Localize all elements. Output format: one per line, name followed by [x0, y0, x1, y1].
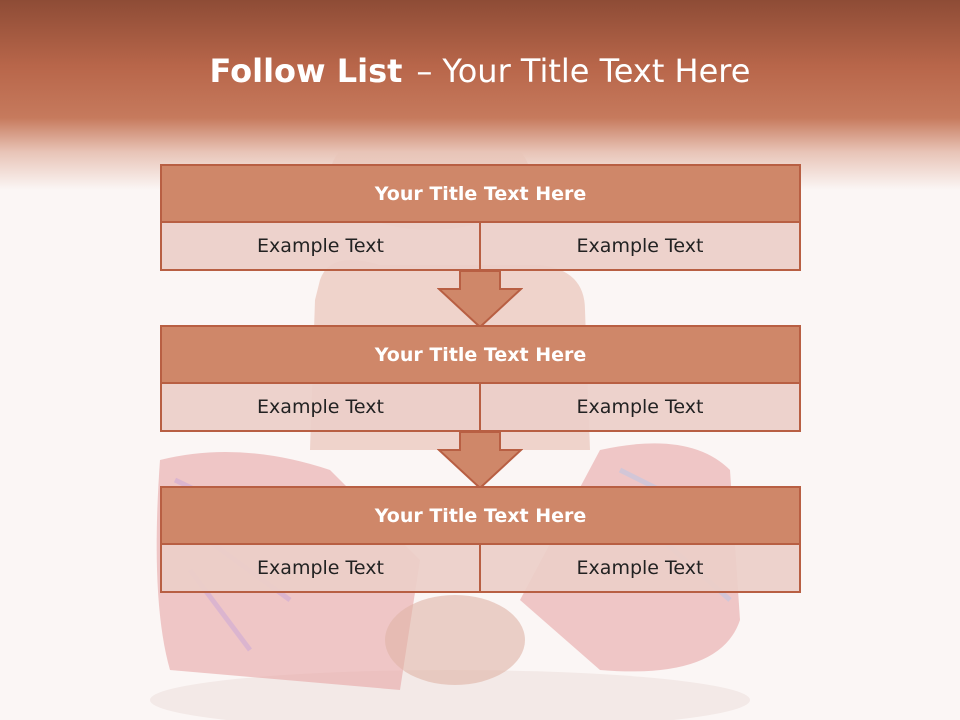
list-block-2: Your Title Text Here Example Text Exampl…: [160, 325, 801, 432]
block-cell-left: Example Text: [160, 221, 481, 271]
block-cell-right: Example Text: [479, 543, 801, 593]
block-title: Your Title Text Here: [160, 486, 801, 545]
block-cell-left: Example Text: [160, 543, 481, 593]
down-arrow-icon: [437, 432, 523, 490]
down-arrow-icon: [437, 271, 523, 329]
title-bold: Follow List: [209, 52, 403, 90]
list-block-1: Your Title Text Here Example Text Exampl…: [160, 164, 801, 271]
block-cell-left: Example Text: [160, 382, 481, 432]
block-cell-right: Example Text: [479, 382, 801, 432]
block-cell-right: Example Text: [479, 221, 801, 271]
title-dash: –: [416, 52, 433, 90]
title-rest: Your Title Text Here: [442, 52, 751, 90]
page-title: Follow List–Your Title Text Here: [0, 52, 960, 90]
list-block-3: Your Title Text Here Example Text Exampl…: [160, 486, 801, 593]
header-band: [0, 0, 960, 190]
block-title: Your Title Text Here: [160, 325, 801, 384]
block-title: Your Title Text Here: [160, 164, 801, 223]
